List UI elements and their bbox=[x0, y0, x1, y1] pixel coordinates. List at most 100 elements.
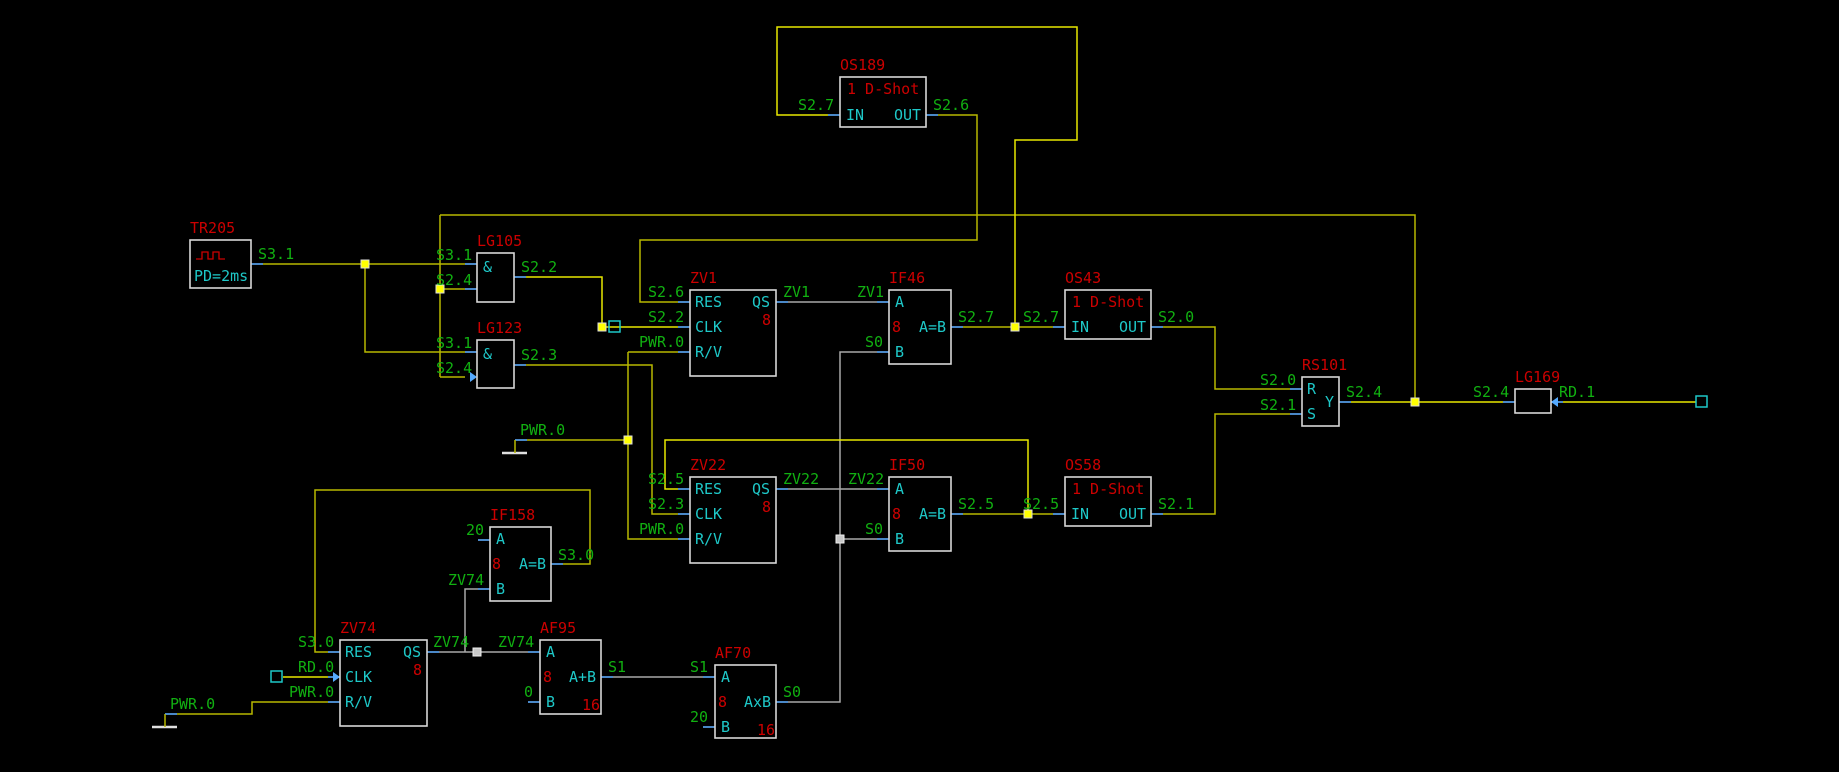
block-rs101[interactable]: RS101 R Y S S2.0 S2.1 S2.4 bbox=[1260, 356, 1382, 427]
block-os43[interactable]: OS43 1 D-Shot IN OUT S2.7 S2.0 bbox=[1023, 269, 1194, 340]
wire-s2-7-loop[interactable] bbox=[776, 26, 1078, 327]
wire-s3-1-branch[interactable] bbox=[364, 264, 465, 353]
signal-label: S2.4 bbox=[1346, 383, 1382, 401]
block-type: 1 D-Shot bbox=[847, 80, 919, 98]
signal-label: S3.1 bbox=[436, 246, 472, 264]
wire-s3-0[interactable] bbox=[314, 489, 591, 653]
wire-pwr-mid[interactable] bbox=[527, 351, 678, 540]
block-op: & bbox=[483, 345, 492, 363]
connector-terminal[interactable] bbox=[608, 320, 621, 333]
signal-label: S0 bbox=[783, 683, 801, 701]
signal-label: S3.1 bbox=[258, 245, 294, 263]
block-if46[interactable]: IF46 A 8 A=B B ZV1 S0 S2.7 bbox=[857, 269, 994, 365]
signal-label: S3.1 bbox=[436, 334, 472, 352]
block-label: AF95 bbox=[540, 619, 576, 637]
block-label: LG169 bbox=[1515, 368, 1560, 386]
pin-in: IN bbox=[846, 106, 864, 124]
block-label: IF50 bbox=[889, 456, 925, 474]
signal-label: S2.5 bbox=[648, 470, 684, 488]
signal-label: 0 bbox=[524, 683, 533, 701]
input-terminal-rd0[interactable] bbox=[270, 670, 283, 683]
wire-zv74[interactable] bbox=[439, 588, 528, 653]
pin-clk: CLK bbox=[345, 668, 372, 686]
wire-s2-2[interactable] bbox=[526, 276, 678, 328]
pin-out: OUT bbox=[1119, 505, 1146, 523]
pin-res: RES bbox=[695, 480, 722, 498]
block-zv1[interactable]: ZV1 RES CLK R/V QS 8 S2.6 S2.2 PWR.0 ZV1 bbox=[639, 269, 810, 377]
pin-clk: CLK bbox=[695, 505, 722, 523]
signal-label: ZV22 bbox=[783, 470, 819, 488]
block-af95[interactable]: AF95 A 8 A+B B 16 ZV74 0 S1 bbox=[498, 619, 626, 715]
pin-b: B bbox=[895, 530, 904, 548]
wire-pwr-left[interactable] bbox=[177, 701, 328, 715]
block-if158[interactable]: IF158 A 8 A=B B 20 ZV74 S3.0 bbox=[448, 506, 594, 602]
wire-s2-3[interactable] bbox=[526, 364, 678, 515]
output-terminal-rd1[interactable] bbox=[1695, 395, 1708, 408]
block-zv22[interactable]: ZV22 RES CLK R/V QS 8 S2.5 S2.3 PWR.0 ZV… bbox=[639, 456, 819, 564]
signal-label: S2.1 bbox=[1260, 396, 1296, 414]
signal-label: S2.7 bbox=[1023, 308, 1059, 326]
wire-s2-1[interactable] bbox=[1163, 413, 1290, 515]
block-label: IF46 bbox=[889, 269, 925, 287]
signal-label: ZV74 bbox=[498, 633, 534, 651]
junction[interactable] bbox=[1010, 322, 1020, 332]
junction[interactable] bbox=[835, 534, 845, 544]
bit-width: 8 bbox=[762, 498, 771, 516]
junction[interactable] bbox=[1410, 397, 1420, 407]
block-tr205[interactable]: TR205 PD=2ms S3.1 bbox=[189, 219, 294, 289]
pulse-train-icon bbox=[196, 251, 225, 260]
block-lg123[interactable]: LG123 & S3.1 S2.4 S2.3 bbox=[436, 319, 557, 389]
power-label: PWR.0 bbox=[520, 421, 565, 439]
wire-s2-0[interactable] bbox=[1163, 326, 1290, 390]
pin-res: RES bbox=[695, 293, 722, 311]
wire-s2-6[interactable] bbox=[639, 114, 978, 303]
block-label: RS101 bbox=[1302, 356, 1347, 374]
pin-in: IN bbox=[1071, 318, 1089, 336]
signal-label: S3.0 bbox=[298, 633, 334, 651]
wire-s2-5-loop[interactable] bbox=[664, 439, 1029, 514]
pin-b: B bbox=[546, 693, 555, 711]
block-lg105[interactable]: LG105 & S3.1 S2.4 S2.2 bbox=[436, 232, 557, 303]
block-os58[interactable]: OS58 1 D-Shot IN OUT S2.5 S2.1 bbox=[1023, 456, 1194, 527]
bit-width: 8 bbox=[413, 661, 422, 679]
pin-qs: QS bbox=[403, 643, 421, 661]
signal-label: S2.6 bbox=[648, 283, 684, 301]
signal-label: ZV1 bbox=[783, 283, 810, 301]
junction[interactable] bbox=[360, 259, 370, 269]
bit-width: 8 bbox=[762, 311, 771, 329]
negation-marker bbox=[1551, 397, 1558, 407]
pin-rv: R/V bbox=[345, 693, 372, 711]
junction[interactable] bbox=[435, 284, 445, 294]
block-os189[interactable]: OS189 1 D-Shot IN OUT S2.7 S2.6 bbox=[798, 56, 969, 128]
out-width: 16 bbox=[757, 721, 775, 739]
pin-out: OUT bbox=[1119, 318, 1146, 336]
block-af70[interactable]: AF70 A 8 AxB B 16 S1 20 S0 bbox=[690, 644, 801, 739]
block-label: LG105 bbox=[477, 232, 522, 250]
wire-s2-4-feedback[interactable] bbox=[439, 214, 1416, 402]
block-lg169[interactable]: LG169 S2.4 RD.1 bbox=[1473, 368, 1595, 414]
junction[interactable] bbox=[1023, 509, 1033, 519]
signal-label: S2.0 bbox=[1260, 371, 1296, 389]
block-label: AF70 bbox=[715, 644, 751, 662]
block-zv74[interactable]: ZV74 RES CLK R/V QS 8 S3.0 RD.0 PWR.0 ZV… bbox=[289, 619, 469, 727]
negation-marker bbox=[470, 372, 477, 382]
pin-in: IN bbox=[1071, 505, 1089, 523]
signal-label: RD.1 bbox=[1559, 383, 1595, 401]
signal-label: S2.2 bbox=[648, 308, 684, 326]
signal-label: 20 bbox=[690, 708, 708, 726]
block-label: IF158 bbox=[490, 506, 535, 524]
signal-label: S2.3 bbox=[521, 346, 557, 364]
bit-width: 8 bbox=[892, 505, 901, 523]
junction[interactable] bbox=[623, 435, 633, 445]
pin-rv: R/V bbox=[695, 343, 722, 361]
block-if50[interactable]: IF50 A 8 A=B B ZV22 S0 S2.5 bbox=[848, 456, 994, 552]
pin-b: B bbox=[496, 580, 505, 598]
pin-rv: R/V bbox=[695, 530, 722, 548]
wire-s0[interactable] bbox=[788, 351, 877, 703]
wires bbox=[177, 26, 1696, 715]
junction[interactable] bbox=[597, 322, 607, 332]
block-param: PD=2ms bbox=[194, 267, 248, 285]
junction[interactable] bbox=[472, 647, 482, 657]
signal-label: ZV74 bbox=[448, 571, 484, 589]
